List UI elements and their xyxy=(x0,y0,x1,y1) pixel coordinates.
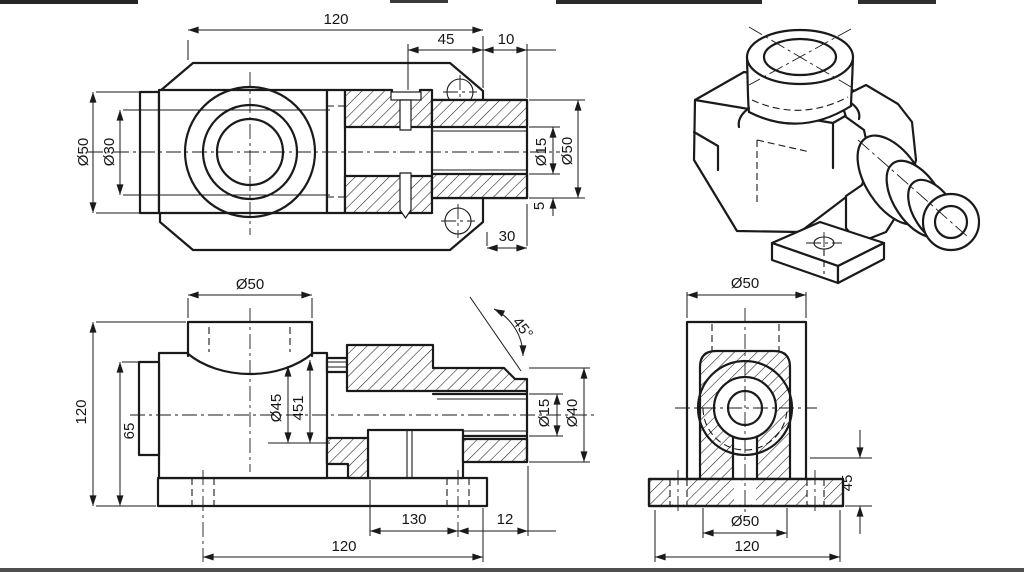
iso-shaft-bore xyxy=(933,204,969,240)
end-section-view: Ø50 45 Ø50 120 xyxy=(647,275,872,562)
dim-end-120: 120 xyxy=(734,538,759,555)
dim-side-451: 451 xyxy=(290,395,307,420)
dim-side-12: 12 xyxy=(497,511,514,528)
shaft xyxy=(431,389,529,464)
base-plate xyxy=(156,476,489,508)
section-hatch xyxy=(461,437,529,464)
center-lines xyxy=(130,308,595,562)
section-hatch xyxy=(343,174,434,215)
flange xyxy=(325,88,347,215)
screw-head xyxy=(390,91,422,101)
dim-side-130: 130 xyxy=(401,511,426,528)
isometric-view xyxy=(692,26,981,285)
section-hatch xyxy=(345,343,529,393)
dim-front-45: 45 xyxy=(438,31,455,48)
front-section-view: 120 45 10 Ø50 Ø30 Ø15 Ø50 5 30 xyxy=(75,11,585,252)
dim-front-30: 30 xyxy=(499,228,516,245)
dim-front-dia30: Ø30 xyxy=(101,138,118,166)
stud xyxy=(325,356,349,374)
center-lines xyxy=(88,72,560,235)
dim-front-5: 5 xyxy=(531,202,548,210)
screw-shank xyxy=(399,99,412,131)
end-cap xyxy=(137,360,161,457)
lower-collar xyxy=(366,428,465,480)
dim-end-45: 45 xyxy=(839,475,856,492)
section-hatch xyxy=(325,436,370,480)
dim-side-dia15: Ø15 xyxy=(536,399,553,427)
dim-front-dia15: Ø15 xyxy=(533,138,550,166)
dim-side-65: 65 xyxy=(121,423,138,440)
dim-front-10: 10 xyxy=(498,31,515,48)
dim-end-dia50-top: Ø50 xyxy=(731,275,759,292)
side-section-view: Ø50 120 65 Ø45 451 45° Ø15 Ø40 130 xyxy=(73,276,595,562)
iso-boss-bore xyxy=(762,37,838,77)
dim-side-120-left: 120 xyxy=(73,399,90,424)
dim-end-dia50-bottom: Ø50 xyxy=(731,513,759,530)
dim-front-overall: 120 xyxy=(323,11,348,28)
dim-side-dia45: Ø45 xyxy=(268,394,285,422)
dim-front-dia50-right: Ø50 xyxy=(559,137,576,165)
base-outline xyxy=(647,477,845,508)
screw-tip xyxy=(399,172,412,220)
dim-side-120-bottom: 120 xyxy=(331,538,356,555)
section-hatch xyxy=(430,98,529,129)
dim-front-dia50-left: Ø50 xyxy=(75,138,92,166)
dim-side-dia40: Ø40 xyxy=(564,399,581,427)
dim-side-angle45: 45° xyxy=(509,314,536,342)
iso-foot-side xyxy=(836,241,886,285)
dim-side-dia50-top: Ø50 xyxy=(236,276,264,293)
center-lines xyxy=(675,308,817,516)
section-hatch xyxy=(430,172,529,200)
